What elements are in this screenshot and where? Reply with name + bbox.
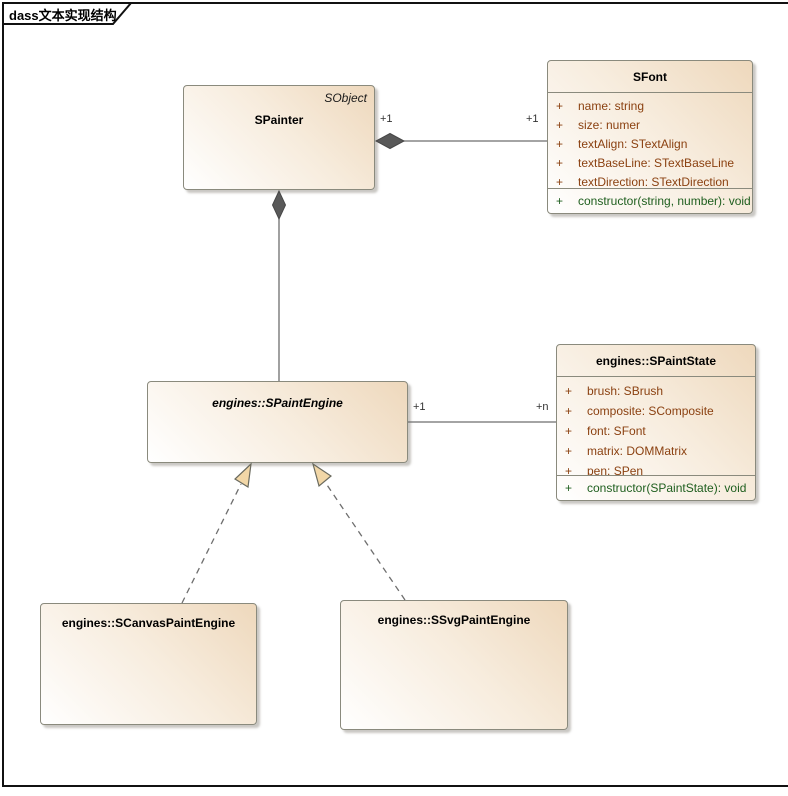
multiplicity-label-sfont-end: +1 <box>526 113 539 125</box>
attribute-row: +textBaseLine: STextBaseLine <box>556 156 735 170</box>
class-box-scanvaspaintengine[interactable]: engines::SCanvasPaintEngine <box>40 603 257 725</box>
attribute-row: +matrix: DOMMatrix <box>565 444 687 458</box>
attribute-row: +textDirection: STextDirection <box>556 175 729 188</box>
ssvgpaintengine-name: engines::SSvgPaintEngine <box>377 613 531 627</box>
attribute-row: +size: numer <box>556 118 641 132</box>
multiplicity-label-spaintengine-end: +1 <box>413 401 426 413</box>
diagram-title: dass文本实现结构 <box>9 8 117 23</box>
sfont-name: SFont <box>633 70 667 84</box>
class-box-ssvgpaintengine[interactable]: engines::SSvgPaintEngine <box>340 600 568 730</box>
spaintstate-name: engines::SPaintState <box>595 354 717 368</box>
class-box-spaintengine[interactable]: engines::SPaintEngine <box>147 381 408 463</box>
multiplicity-label-spainter-end: +1 <box>380 113 393 125</box>
class-box-spainter[interactable]: SObject SPainter <box>183 85 375 190</box>
attribute-row: +textAlign: STextAlign <box>556 137 688 151</box>
multiplicity-label-spaintstate-end: +n <box>536 401 549 413</box>
sfont-attributes-compartment: +name: string +size: numer +textAlign: S… <box>548 92 752 188</box>
scanvaspaintengine-name: engines::SCanvasPaintEngine <box>61 616 236 630</box>
spainter-stereotype: SObject <box>324 91 367 105</box>
operation-row: +constructor(SPaintState): void <box>565 481 747 495</box>
operation-row: +constructor(string, number): void <box>556 194 751 208</box>
spaintengine-name: engines::SPaintEngine <box>212 396 343 410</box>
class-box-spaintstate[interactable]: engines::SPaintState +brush: SBrush +com… <box>556 344 756 501</box>
spaintstate-attributes-compartment: +brush: SBrush +composite: SComposite +f… <box>557 376 755 475</box>
attribute-row: +pen: SPen <box>565 464 644 475</box>
sfont-operations-compartment: +constructor(string, number): void <box>548 188 752 213</box>
attribute-row: +font: SFont <box>565 424 646 438</box>
class-box-sfont[interactable]: SFont +name: string +size: numer +textAl… <box>547 60 753 214</box>
attribute-row: +composite: SComposite <box>565 404 714 418</box>
spaintstate-operations-compartment: +constructor(SPaintState): void <box>557 475 755 500</box>
attribute-row: +name: string <box>556 99 645 113</box>
spaintstate-title-compartment: engines::SPaintState <box>557 345 755 376</box>
attribute-row: +brush: SBrush <box>565 384 664 398</box>
sfont-title-compartment: SFont <box>548 61 752 92</box>
spainter-name: SPainter <box>254 113 304 127</box>
